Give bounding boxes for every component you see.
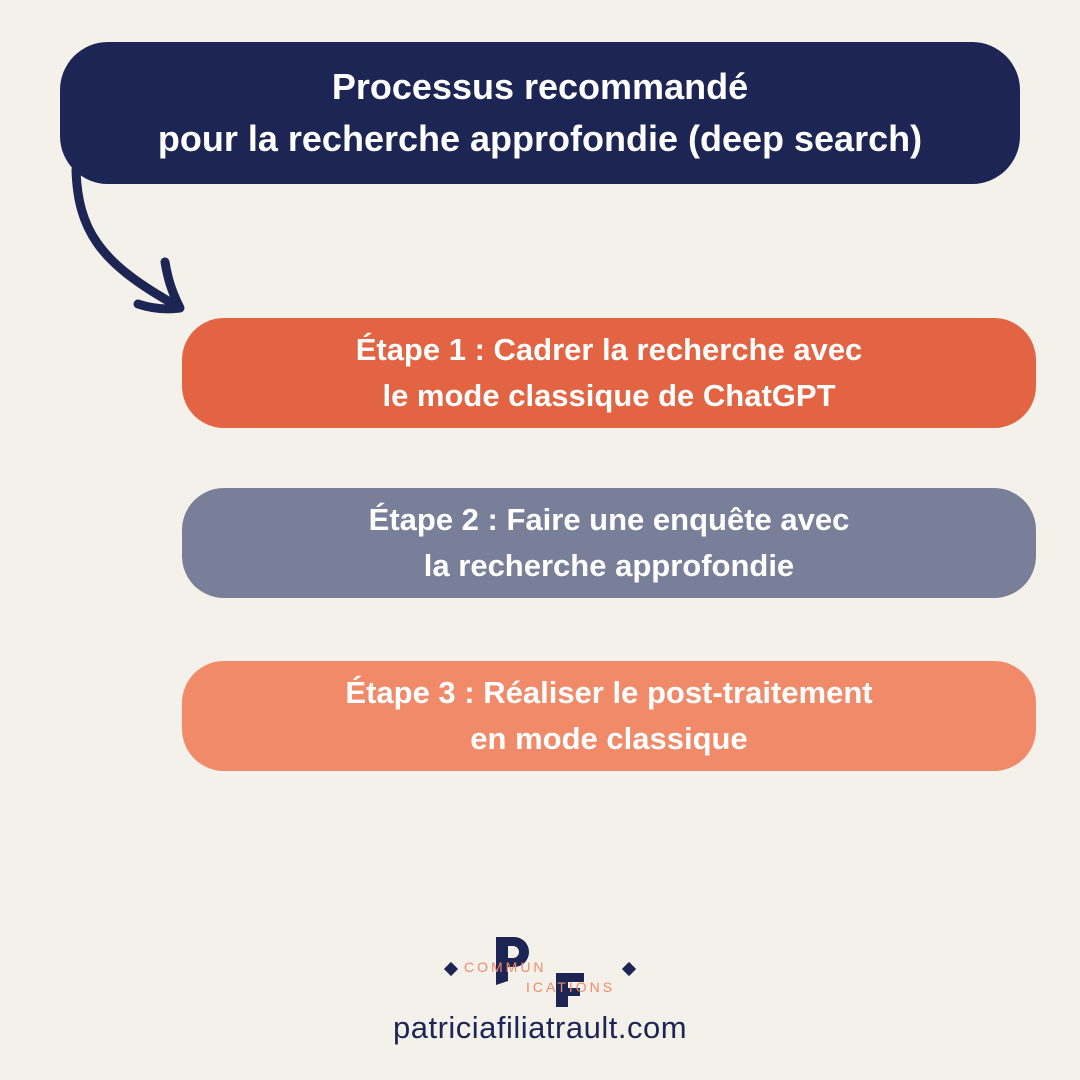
- website-link[interactable]: patriciafiliatrault.com: [392, 1010, 688, 1045]
- step-3-line-1: Étape 3 : Réaliser le post-traitement: [345, 675, 873, 710]
- step-1-line-2: le mode classique de ChatGPT: [382, 378, 836, 413]
- step-1: Étape 1 : Cadrer la recherche avec le mo…: [182, 318, 1036, 428]
- title-line-2: pour la recherche approfondie (deep sear…: [157, 118, 923, 159]
- step-1-line-1: Étape 1 : Cadrer la recherche avec: [355, 332, 863, 367]
- step-3-line-2: en mode classique: [470, 721, 748, 756]
- curved-arrow-icon: [71, 165, 185, 314]
- logo-letter-p-icon: [496, 937, 529, 985]
- logo-letter-f-icon: [556, 973, 584, 1007]
- step-2: Étape 2 : Faire une enquête avec la rech…: [182, 488, 1036, 598]
- title-banner: Processus recommandé pour la recherche a…: [60, 42, 1020, 184]
- logo-diamond-left-icon: [443, 961, 459, 977]
- logo-word-bottom: ICATIONS: [526, 979, 615, 995]
- step-3: Étape 3 : Réaliser le post-traitement en…: [182, 661, 1036, 771]
- pf-communications-logo: COMMUN ICATIONS: [443, 937, 637, 1007]
- step-2-line-2: la recherche approfondie: [423, 548, 795, 583]
- logo-diamond-right-icon: [621, 961, 637, 977]
- logo-word-top: COMMUN: [464, 959, 547, 975]
- title-line-1: Processus recommandé: [331, 66, 749, 107]
- step-2-line-1: Étape 2 : Faire une enquête avec: [368, 502, 850, 537]
